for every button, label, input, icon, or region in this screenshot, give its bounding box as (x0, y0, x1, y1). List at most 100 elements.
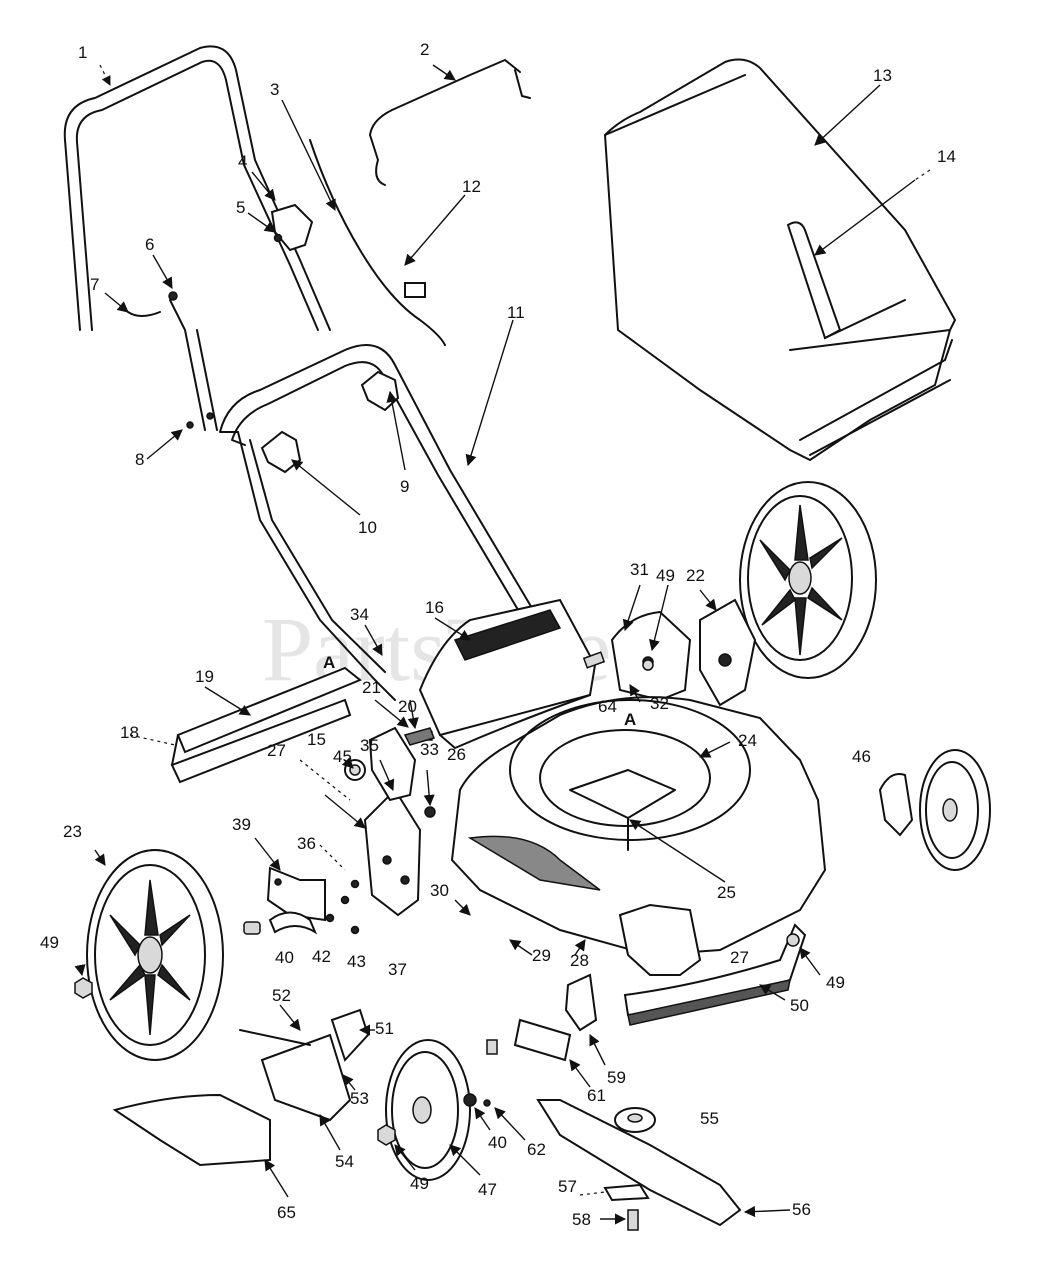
callout-45: 45 (333, 747, 352, 766)
upper-handle (63, 45, 331, 431)
callout-30: 30 (430, 881, 449, 900)
callout-33: 33 (420, 740, 439, 759)
callout-18: 18 (120, 723, 139, 742)
callout-3: 3 (270, 80, 279, 99)
callout-52: 52 (272, 986, 291, 1005)
rear-axle-rod (170, 666, 362, 784)
cable-bracket (270, 203, 314, 252)
callout-40: 40 (275, 948, 294, 967)
callout-56: 56 (792, 1200, 811, 1219)
blade-bolt (627, 1209, 639, 1231)
callout-5: 5 (236, 198, 245, 217)
callout-50: 50 (790, 996, 809, 1015)
callout-10: 10 (358, 518, 377, 537)
callout-64: 64 (598, 697, 617, 716)
callout-55: 55 (700, 1109, 719, 1128)
callout-40b: 40 (488, 1133, 507, 1152)
callout-28: 28 (570, 951, 589, 970)
cable-tie (127, 311, 161, 317)
wheel-nut-49-front (377, 1124, 396, 1146)
rear-axle-hardware (243, 806, 436, 935)
grass-bag (603, 58, 957, 462)
handle-knob-lower (260, 430, 302, 474)
callout-13: 13 (873, 66, 892, 85)
front-left-wheel (385, 1039, 471, 1181)
wheel-nut-49-left (74, 977, 93, 999)
callout-25: 25 (717, 883, 736, 902)
lower-handle (219, 344, 546, 701)
callout-23: 23 (63, 822, 82, 841)
callout-19: 19 (195, 667, 214, 686)
callout-47: 47 (478, 1180, 497, 1199)
callout-43: 43 (347, 952, 366, 971)
blade-washer (603, 1183, 650, 1202)
callout-59: 59 (607, 1068, 626, 1087)
rear-pivot-hardware (403, 651, 606, 746)
callout-34: 34 (350, 605, 369, 624)
callout-11: 11 (507, 303, 525, 322)
height-adjuster-bracket (363, 726, 422, 917)
callout-54: 54 (335, 1152, 354, 1171)
callout-27b: 27 (730, 948, 749, 967)
handle-bolt (186, 412, 214, 429)
callout-49c: 49 (826, 973, 845, 992)
leader-lines (74, 64, 931, 1225)
callout-26: 26 (447, 745, 466, 764)
callout-9: 9 (400, 477, 409, 496)
callout-6: 6 (145, 235, 154, 254)
callout-20: 20 (398, 697, 417, 716)
callout-49d: 49 (410, 1174, 429, 1193)
callout-62: 62 (527, 1140, 546, 1159)
callout-49b: 49 (656, 566, 675, 585)
callout-49: 49 (40, 933, 59, 952)
callout-42: 42 (312, 947, 331, 966)
callout-21: 21 (362, 678, 381, 697)
rear-left-wheel (86, 849, 224, 1061)
callout-15: 15 (307, 730, 326, 749)
right-height-adjuster (610, 598, 757, 707)
callout-4: 4 (238, 152, 247, 171)
callout-1: 1 (78, 43, 87, 62)
rear-right-wheel (739, 481, 877, 679)
callout-22: 22 (686, 566, 705, 585)
callout-14: 14 (937, 147, 956, 166)
control-bar (369, 59, 531, 186)
callout-61: 61 (587, 1086, 606, 1105)
mower-deck (450, 696, 827, 976)
callout-24: 24 (738, 731, 757, 750)
handle-knob-bolt (168, 291, 178, 301)
callout-32: 32 (650, 694, 669, 713)
front-right-wheel (878, 749, 991, 871)
section-marker-a-left: A (323, 653, 335, 672)
callout-7: 7 (90, 275, 99, 294)
side-discharge-door (239, 1008, 370, 1122)
callout-46: 46 (852, 747, 871, 766)
callout-27: 27 (267, 741, 286, 760)
callout-51: 51 (375, 1019, 394, 1038)
callout-16: 16 (425, 598, 444, 617)
callout-37: 37 (388, 960, 407, 979)
callout-58: 58 (572, 1210, 591, 1229)
callout-12: 12 (462, 177, 481, 196)
control-cable (309, 139, 446, 346)
blade-adapter (614, 1107, 656, 1133)
axle-plate (266, 866, 326, 922)
callout-65: 65 (277, 1203, 296, 1222)
callout-57: 57 (558, 1177, 577, 1196)
discharge-chute (112, 1093, 271, 1167)
callout-2: 2 (420, 40, 429, 59)
callout-31: 31 (630, 560, 649, 579)
callout-36: 36 (297, 834, 316, 853)
callout-39: 39 (232, 815, 251, 834)
front-baffle (623, 923, 807, 1026)
callout-35: 35 (360, 736, 379, 755)
front-axle-bracket (463, 973, 598, 1107)
section-marker-a-right: A (624, 710, 636, 729)
wheel-nut-49-top (642, 659, 654, 671)
callout-53: 53 (350, 1089, 369, 1108)
wheel-nut-49-right (786, 933, 800, 947)
mower-blade (536, 1099, 742, 1227)
callout-29: 29 (532, 946, 551, 965)
callout-8: 8 (135, 450, 144, 469)
